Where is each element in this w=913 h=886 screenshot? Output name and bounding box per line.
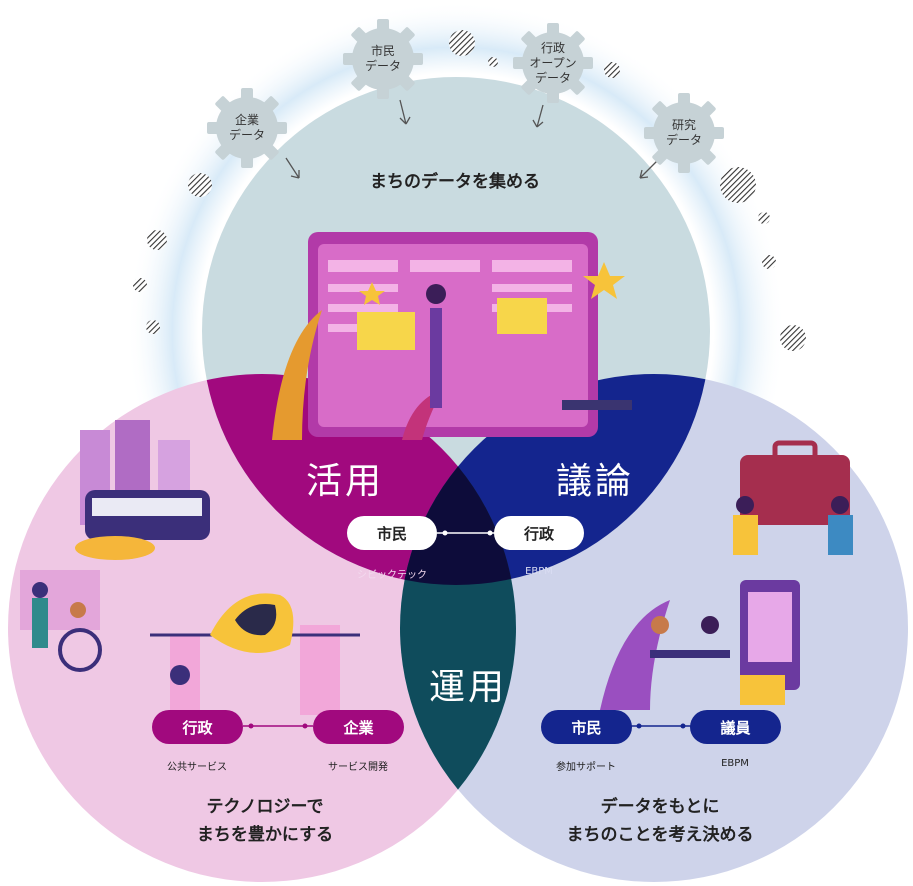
gear-icon [207, 88, 287, 168]
overlap-label-giron: 議論 [555, 461, 634, 502]
illustration-drone-taxi [150, 593, 360, 715]
right-caption-participation: 参加サポート [556, 762, 616, 773]
left-circle-title: テクノロジーで まちを豊かにする [196, 797, 334, 845]
illustration-wheelchair [20, 570, 102, 672]
small-star-icon [359, 282, 385, 305]
left-caption-public-service: 公共サービス [167, 762, 227, 773]
overlap-label-unyo: 運用 [428, 667, 507, 708]
overlap-katsuyo [202, 374, 516, 585]
person-head [426, 284, 446, 304]
right-pill-councillor: 議員 [690, 710, 781, 744]
data-source-research: 研究 データ [642, 91, 726, 175]
desk [562, 400, 632, 410]
right-caption-ebpm: EBPM [721, 758, 749, 769]
thumbs-card [497, 298, 547, 334]
center-pill-government: 行政 [494, 516, 584, 550]
ladder [430, 308, 442, 408]
illustration-data-board [272, 232, 632, 440]
illustration-handshake [733, 440, 853, 555]
gear-icon [644, 93, 724, 173]
arrow-1 [285, 157, 300, 179]
plant-left [272, 310, 322, 440]
data-source-government-open: 行政 オープン データ [511, 21, 595, 105]
data-source-company: 企業 データ [205, 86, 289, 170]
gear-icon [343, 19, 423, 99]
taxi [75, 536, 155, 560]
right-pill-citizen: 市民 [541, 710, 632, 744]
left-caption-service-dev: サービス開発 [328, 762, 388, 773]
gear-label: 市民 データ [364, 44, 401, 73]
star-icon [583, 262, 625, 299]
gear-icon [513, 23, 593, 103]
arrow-4 [639, 159, 659, 179]
center-pill-citizen: 市民 [347, 516, 437, 550]
gear-label: 行政 オープン データ [529, 40, 577, 85]
gear-label: 研究 データ [665, 118, 702, 147]
arrows [285, 99, 659, 179]
arrow-2 [399, 99, 411, 125]
left-pill-company: 企業 [313, 710, 404, 744]
center-caption-ebpm: EBPM [525, 566, 553, 577]
left-pill-government: 行政 [152, 710, 243, 744]
center-caption-civictech: シビックテック [357, 570, 427, 581]
gear-card [357, 312, 415, 350]
data-source-citizen: 市民 データ [341, 17, 425, 101]
arrow-3 [532, 104, 544, 128]
top-circle-title: まちのデータを集める [370, 172, 540, 192]
overlap-label-katsuyo: 活用 [305, 461, 384, 502]
illustration-city-bus [75, 420, 210, 560]
gear-label: 企業 データ [228, 113, 265, 142]
overlap-giron [400, 374, 710, 585]
pill-connectors [243, 530, 691, 729]
illustration-meeting [600, 580, 800, 710]
right-circle-title: データをもとに まちのことを考え決める [566, 797, 754, 845]
